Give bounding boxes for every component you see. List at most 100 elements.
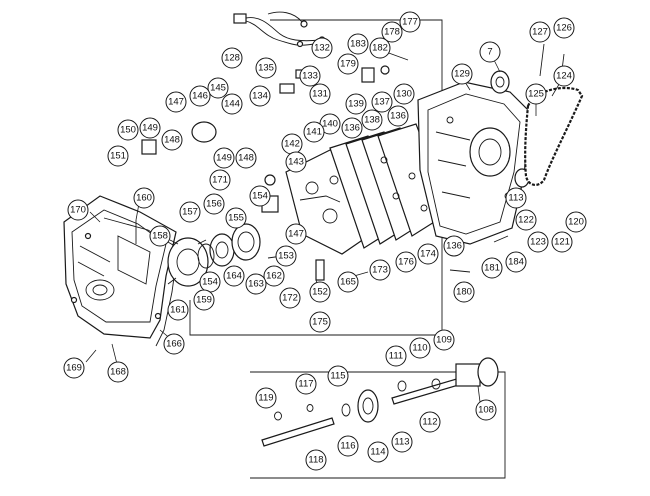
callout-120: 120 <box>565 211 587 233</box>
callout-147b: 147 <box>285 223 307 245</box>
callout-146: 146 <box>189 85 211 107</box>
callout-147a-label: 147 <box>168 97 184 108</box>
callout-148b: 148 <box>235 147 257 169</box>
wiring-harness <box>233 11 326 48</box>
callout-141-label: 141 <box>306 127 322 138</box>
callout-124-label: 124 <box>556 71 572 82</box>
callout-178-label: 178 <box>384 27 400 38</box>
callout-136a-label: 136 <box>344 123 360 134</box>
callout-138-label: 138 <box>364 115 380 126</box>
solenoids-and-sensors <box>141 65 390 281</box>
callout-117: 117 <box>295 373 317 395</box>
callout-182-label: 182 <box>372 43 388 54</box>
callout-171-label: 171 <box>212 175 228 186</box>
callout-154a: 154 <box>249 185 271 207</box>
callout-124: 124 <box>553 65 575 87</box>
output-shafts <box>261 357 499 447</box>
callout-115: 115 <box>327 365 349 387</box>
callout-170-label: 170 <box>70 205 86 216</box>
callout-150: 150 <box>117 119 139 141</box>
callout-134-label: 134 <box>252 91 268 102</box>
callout-154b: 154 <box>199 271 221 293</box>
callout-145-label: 145 <box>210 83 226 94</box>
callout-130-label: 130 <box>396 89 412 100</box>
callout-122-label: 122 <box>518 215 534 226</box>
callout-134: 134 <box>249 85 271 107</box>
callout-174: 174 <box>417 243 439 265</box>
callout-163: 163 <box>245 273 267 295</box>
callout-139: 139 <box>345 93 367 115</box>
axle-seal <box>490 70 510 94</box>
callout-173: 173 <box>369 259 391 281</box>
callout-148a: 148 <box>161 129 183 151</box>
callout-143-label: 143 <box>288 157 304 168</box>
callout-162-label: 162 <box>266 271 282 282</box>
callout-128: 128 <box>221 47 243 69</box>
callout-129-label: 129 <box>454 69 470 80</box>
callout-7-label: 7 <box>487 47 492 58</box>
callout-116: 116 <box>337 435 359 457</box>
callout-117-label: 117 <box>298 379 313 390</box>
callout-157: 157 <box>179 201 201 223</box>
callout-118: 118 <box>305 449 327 471</box>
callout-136b: 136 <box>387 105 409 127</box>
callouts: 7 108 109 110 111 112 113 113 114 115 11… <box>63 11 587 471</box>
callout-133-label: 133 <box>302 71 318 82</box>
callout-143: 143 <box>285 151 307 173</box>
callout-152-label: 152 <box>312 287 328 298</box>
callout-112: 112 <box>419 411 441 433</box>
callout-121: 121 <box>551 231 573 253</box>
callout-165-label: 165 <box>340 277 356 288</box>
callout-183: 183 <box>347 33 369 55</box>
callout-144: 144 <box>221 93 243 115</box>
pump-assembly <box>167 223 261 287</box>
callout-154a-label: 154 <box>252 191 268 202</box>
callout-127-label: 127 <box>532 27 548 38</box>
callout-111-label: 111 <box>389 351 403 362</box>
callout-159: 159 <box>193 289 215 311</box>
callout-157-label: 157 <box>182 207 198 218</box>
callout-175-label: 175 <box>312 317 328 328</box>
callout-181: 181 <box>481 257 503 279</box>
callout-135-label: 135 <box>258 63 274 74</box>
callout-158: 158 <box>149 225 171 247</box>
callout-126-label: 126 <box>556 23 572 34</box>
callout-184-label: 184 <box>508 257 524 268</box>
callout-171: 171 <box>209 169 231 191</box>
callout-118-label: 118 <box>308 455 323 466</box>
callout-148b-label: 148 <box>238 153 254 164</box>
callout-156: 156 <box>203 193 225 215</box>
callout-137: 137 <box>371 91 393 113</box>
callout-182: 182 <box>369 37 391 59</box>
callout-175: 175 <box>309 311 331 333</box>
callout-183-label: 183 <box>350 39 366 50</box>
callout-135: 135 <box>255 57 277 79</box>
callout-115-label: 115 <box>330 371 345 382</box>
callout-181-label: 181 <box>484 263 500 274</box>
callout-108: 108 <box>475 399 497 421</box>
callout-141: 141 <box>303 121 325 143</box>
callout-7: 7 <box>479 41 501 63</box>
callout-166: 166 <box>163 333 185 355</box>
callout-168: 168 <box>107 361 129 383</box>
callout-113b-label: 113 <box>394 437 409 448</box>
callout-170: 170 <box>67 199 89 221</box>
callout-176: 176 <box>395 251 417 273</box>
callout-130: 130 <box>393 83 415 105</box>
callout-184: 184 <box>505 251 527 273</box>
callout-113a: 113 <box>505 187 527 209</box>
callout-136a: 136 <box>341 117 363 139</box>
callout-125: 125 <box>525 83 547 105</box>
callout-164: 164 <box>223 265 245 287</box>
callout-168-label: 168 <box>110 367 126 378</box>
callout-122: 122 <box>515 209 537 231</box>
callout-173-label: 173 <box>372 265 388 276</box>
drive-chain <box>524 86 584 186</box>
callout-159-label: 159 <box>196 295 212 306</box>
callout-151-label: 151 <box>110 151 126 162</box>
callout-153: 153 <box>275 245 297 267</box>
callout-152: 152 <box>309 281 331 303</box>
callout-179: 179 <box>337 53 359 75</box>
transmission-case <box>417 81 531 245</box>
